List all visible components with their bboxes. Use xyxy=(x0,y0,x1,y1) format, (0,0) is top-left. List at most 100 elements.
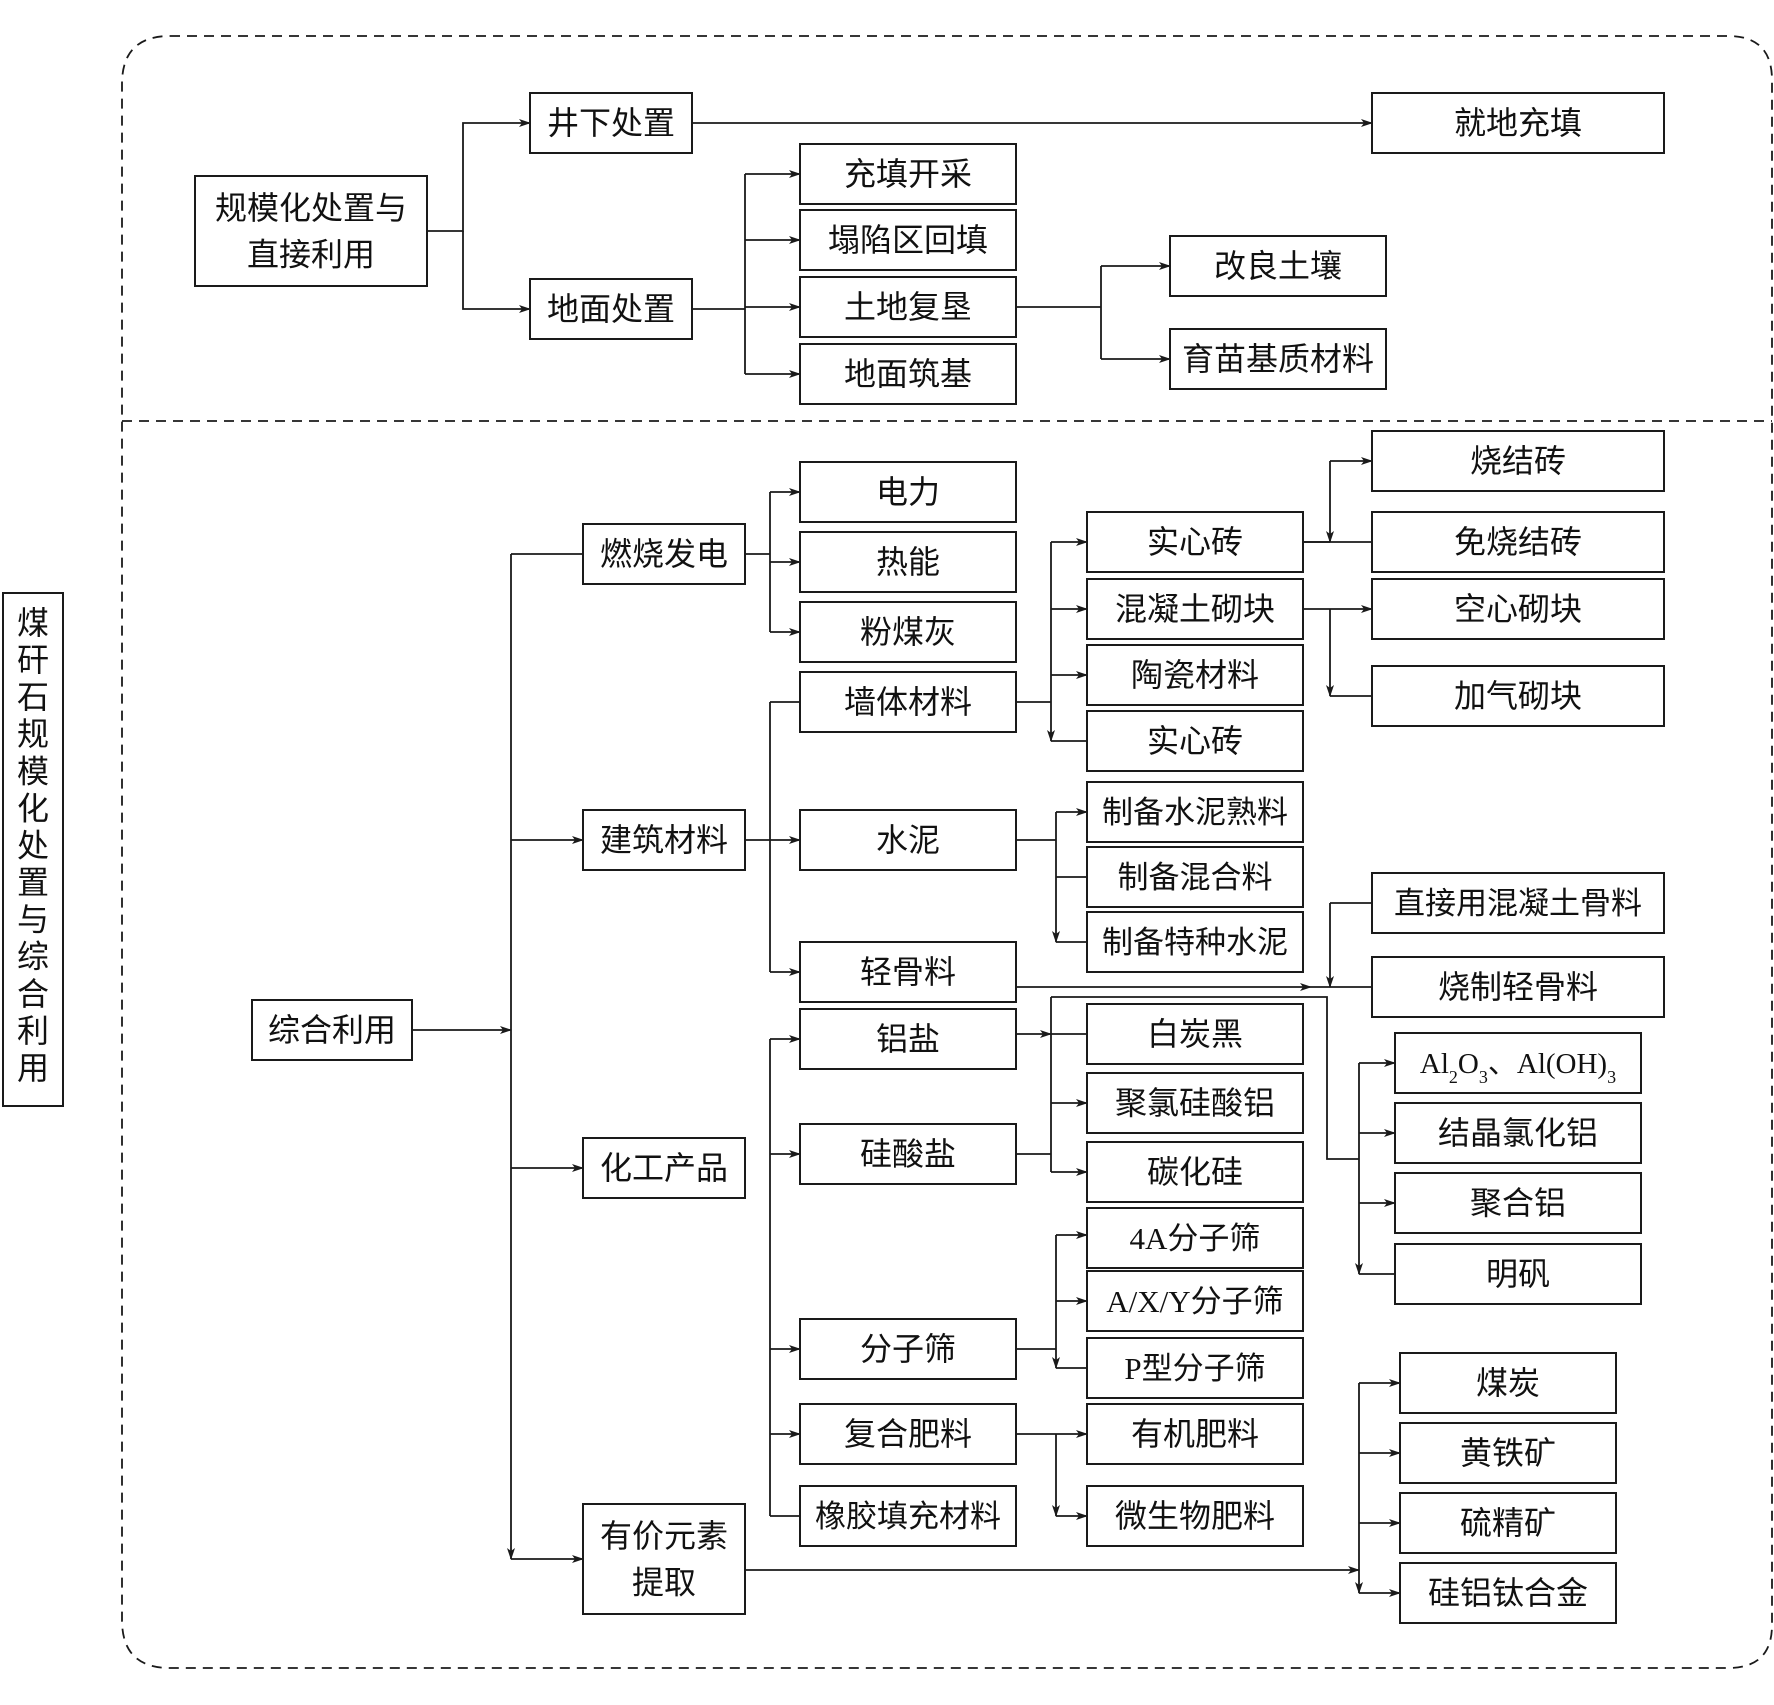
node-box xyxy=(1086,710,1304,772)
node-box xyxy=(1169,328,1387,390)
node-pyrite: 黄铁矿 xyxy=(1399,1422,1617,1484)
node-label: 免烧结砖 xyxy=(1454,524,1582,560)
node-sieve-axy: A/X/Y分子筛 xyxy=(1086,1270,1304,1332)
node-label: 轻骨料 xyxy=(860,954,956,990)
node-hollow-block: 空心砌块 xyxy=(1371,578,1665,640)
node-box xyxy=(799,1008,1017,1070)
node-unfired-brick: 免烧结砖 xyxy=(1371,511,1665,573)
node-silicate: 硅酸盐 xyxy=(799,1123,1017,1185)
node-direct-aggregate: 直接用混凝土骨料 xyxy=(1371,872,1665,934)
node-label: 土地复垦 xyxy=(844,289,972,325)
node-box xyxy=(1371,92,1665,154)
node-box xyxy=(799,461,1017,523)
node-label: P型分子筛 xyxy=(1124,1351,1265,1386)
node-label: 充填开采 xyxy=(844,156,972,192)
node-solid-brick2: 实心砖 xyxy=(1086,710,1304,772)
node-cement: 水泥 xyxy=(799,809,1017,871)
node-label: 结晶氯化铝 xyxy=(1438,1115,1598,1151)
node-box xyxy=(529,92,693,154)
node-label: 直接用混凝土骨料 xyxy=(1394,886,1642,921)
node-box xyxy=(251,999,413,1061)
node-chemical: 化工产品 xyxy=(582,1137,746,1199)
node-box xyxy=(1086,1270,1304,1332)
node-comprehensive: 综合利用 xyxy=(251,999,413,1061)
node-box xyxy=(1371,872,1665,934)
node-box xyxy=(799,531,1017,593)
node-label: 实心砖 xyxy=(1147,723,1243,759)
node-aluminum-salt: 铝盐 xyxy=(799,1008,1017,1070)
node-box xyxy=(1371,430,1665,492)
node-clinker: 制备水泥熟料 xyxy=(1086,781,1304,843)
node-box xyxy=(582,1503,746,1615)
node-label: 地面处置 xyxy=(547,291,675,327)
connector xyxy=(1051,996,1359,1160)
node-label: 制备特种水泥 xyxy=(1102,925,1288,960)
node-label: 地面筑基 xyxy=(844,356,972,392)
node-box xyxy=(799,343,1017,405)
node-solid-brick1: 实心砖 xyxy=(1086,511,1304,573)
node-fill-mining: 充填开采 xyxy=(799,143,1017,205)
node-box xyxy=(799,209,1017,271)
node-rubber-filler: 橡胶填充材料 xyxy=(799,1485,1017,1547)
node-wall: 墙体材料 xyxy=(799,671,1017,733)
node-alum: 明矾 xyxy=(1394,1243,1642,1305)
node-box xyxy=(1394,1102,1642,1164)
node-box xyxy=(1086,1003,1304,1065)
node-box xyxy=(1394,1172,1642,1234)
node-label: 制备水泥熟料 xyxy=(1102,795,1288,830)
node-ceramic: 陶瓷材料 xyxy=(1086,644,1304,706)
node-label: 综合利用 xyxy=(268,1012,396,1048)
node-label: 热能 xyxy=(876,544,940,580)
node-label: 改良土壤 xyxy=(1214,248,1342,284)
node-label: 井下处置 xyxy=(547,105,675,141)
node-label: 微生物肥料 xyxy=(1115,1498,1275,1534)
node-box xyxy=(529,278,693,340)
node-ground-base: 地面筑基 xyxy=(799,343,1017,405)
node-si-al-ti: 硅铝钛合金 xyxy=(1399,1562,1617,1624)
node-seedling: 育苗基质材料 xyxy=(1169,328,1387,390)
node-label: 聚合铝 xyxy=(1470,1185,1566,1221)
node-box xyxy=(582,1137,746,1199)
node-label: 聚氯硅酸铝 xyxy=(1115,1085,1275,1121)
node-heat: 热能 xyxy=(799,531,1017,593)
node-box xyxy=(1086,781,1304,843)
nodes: 规模化处置与直接利用井下处置就地充填地面处置充填开采塌陷区回填土地复垦地面筑基改… xyxy=(194,92,1665,1624)
node-box xyxy=(799,941,1017,1003)
node-label: 烧制轻骨料 xyxy=(1438,969,1598,1005)
node-box xyxy=(1399,1492,1617,1554)
node-flyash: 粉煤灰 xyxy=(799,601,1017,663)
node-box xyxy=(582,523,746,585)
node-box xyxy=(1399,1352,1617,1414)
node-surface: 地面处置 xyxy=(529,278,693,340)
node-label: 铝盐 xyxy=(876,1021,940,1057)
node-box xyxy=(799,276,1017,338)
node-label: 制备混合料 xyxy=(1118,860,1273,895)
node-label: 化工产品 xyxy=(600,1150,728,1186)
node-sieve-p: P型分子筛 xyxy=(1086,1337,1304,1399)
node-label: 复合肥料 xyxy=(844,1416,972,1452)
vertical-title-box: 煤矸石规模化处置与综合利用 xyxy=(2,592,64,1107)
node-label: 实心砖 xyxy=(1147,524,1243,560)
node-sulfur-conc: 硫精矿 xyxy=(1399,1492,1617,1554)
node-scale: 规模化处置与直接利用 xyxy=(194,175,428,287)
node-box xyxy=(1371,956,1665,1018)
node-label: 有价元素提取 xyxy=(600,1518,728,1600)
node-concrete-block: 混凝土砌块 xyxy=(1086,578,1304,640)
connectors xyxy=(412,119,1401,1597)
node-label: 碳化硅 xyxy=(1147,1154,1243,1190)
node-al2o3: Al2O3、Al(OH)3 xyxy=(1394,1032,1642,1094)
node-underground: 井下处置 xyxy=(529,92,693,154)
node-box xyxy=(1086,1337,1304,1399)
node-label: 黄铁矿 xyxy=(1460,1435,1556,1471)
node-building: 建筑材料 xyxy=(582,809,746,871)
node-label: 煤炭 xyxy=(1476,1365,1540,1401)
node-box xyxy=(799,601,1017,663)
connector xyxy=(462,231,531,313)
node-label: 混凝土砌块 xyxy=(1115,591,1275,627)
node-label: A/X/Y分子筛 xyxy=(1106,1284,1283,1319)
node-box xyxy=(194,175,428,287)
node-mixture: 制备混合料 xyxy=(1086,846,1304,908)
node-box xyxy=(1394,1243,1642,1305)
node-label: 粉煤灰 xyxy=(860,614,956,650)
